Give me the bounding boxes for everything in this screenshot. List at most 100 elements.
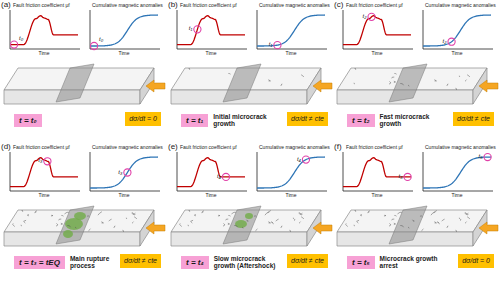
axis-title: Fault friction coefficient μf — [180, 145, 237, 151]
axis-label: Time — [119, 51, 130, 57]
microcrack — [218, 215, 220, 217]
fault-plane — [56, 206, 94, 244]
microcrack — [434, 222, 436, 223]
microcrack — [13, 223, 15, 226]
microcrack — [355, 69, 356, 70]
microcrack — [125, 218, 127, 220]
panel-illustration — [171, 10, 332, 104]
axis-title: Cumulative magnetic anomalies — [92, 145, 163, 151]
microcrack — [465, 80, 466, 82]
microcrack — [281, 226, 283, 228]
microcrack — [394, 73, 396, 75]
microcrack — [389, 81, 391, 84]
axis-title: Cumulative magnetic anomalies — [425, 145, 496, 151]
time-box: t = t₄ — [181, 256, 209, 269]
microcrack — [392, 77, 395, 78]
axis-title: Fault friction coefficient μf — [346, 3, 403, 9]
microcrack — [189, 69, 190, 70]
axis-label: Time — [39, 51, 50, 57]
microcrack — [368, 211, 370, 213]
plot-axes — [10, 152, 80, 191]
time-marker — [302, 156, 309, 163]
microcrack — [122, 230, 124, 232]
time-marker — [194, 26, 201, 33]
microcrack — [465, 212, 468, 214]
time-marker — [404, 173, 411, 180]
microcrack — [24, 220, 26, 223]
panel-letter: (e) — [168, 143, 178, 152]
microcrack — [437, 222, 439, 224]
stress-rate-text: dσ/dt ≠ cte — [457, 115, 490, 123]
microcrack — [400, 226, 403, 228]
microcrack — [392, 219, 395, 220]
microcrack — [246, 220, 247, 222]
microcrack — [51, 215, 53, 217]
microcrack — [299, 212, 302, 214]
time-text: t = t₀ — [19, 116, 37, 125]
axis-label: Time — [286, 193, 297, 199]
axis-label: Time — [372, 193, 383, 199]
microcrack — [242, 227, 243, 228]
rupture-patch — [245, 213, 253, 219]
microcrack — [276, 219, 279, 221]
fault-plane — [389, 206, 427, 244]
microcrack — [467, 217, 470, 219]
time-tag: t₀ — [99, 36, 103, 43]
microcrack — [35, 211, 37, 213]
microcrack — [434, 80, 436, 81]
panel-letter: (d) — [1, 143, 11, 152]
microcrack — [188, 225, 189, 226]
microcrack — [87, 216, 90, 217]
microcrack — [292, 218, 294, 220]
time-box: t = t₅ — [347, 256, 375, 269]
axis-title: Fault friction coefficient μf — [13, 145, 70, 151]
microcrack — [202, 211, 204, 213]
fault-plane — [223, 206, 261, 244]
friction-curve — [10, 158, 78, 187]
panel-letter: (a) — [1, 1, 11, 10]
panel-illustration — [4, 152, 165, 246]
microcrack — [22, 211, 23, 212]
stress-rate-box: dσ/dt = 0 — [125, 112, 161, 126]
microcrack — [442, 219, 445, 221]
microcrack — [226, 219, 229, 220]
stress-rate-box: dσ/dt ≠ cte — [287, 254, 328, 268]
microcrack — [67, 226, 70, 228]
microcrack — [132, 213, 136, 215]
rupture-patch — [63, 230, 73, 238]
microcrack — [59, 219, 62, 220]
time-text: t = t₂ — [352, 116, 370, 125]
time-text: t = t₅ — [352, 258, 370, 267]
time-text: t = t₄ — [186, 258, 204, 267]
time-marker — [368, 13, 375, 20]
axis-title: Fault friction coefficient μf — [346, 145, 403, 151]
microcrack — [255, 229, 257, 231]
plot-axes — [177, 152, 247, 191]
time-text: t = t₃ = tEQ — [19, 258, 60, 267]
microcrack — [109, 219, 112, 221]
microcrack — [228, 73, 230, 75]
axis-label: Time — [39, 193, 50, 199]
microcrack — [114, 226, 116, 228]
magnetic-curve — [90, 15, 158, 46]
stage-caption: Main rupture process — [70, 255, 116, 269]
microcrack — [355, 211, 356, 212]
microcrack — [389, 223, 391, 226]
stress-arrow — [479, 80, 498, 92]
microcrack — [101, 222, 103, 223]
stress-rate-text: dσ/dt = 0 — [462, 257, 490, 265]
stress-rate-box: dσ/dt = 0 — [458, 254, 494, 268]
stress-rate-box: dσ/dt ≠ cte — [287, 112, 328, 126]
microcrack — [21, 225, 22, 226]
microcrack — [458, 218, 460, 220]
microcrack — [294, 219, 295, 221]
friction-curve — [177, 16, 245, 45]
microcrack — [465, 222, 466, 224]
microcrack — [421, 229, 423, 231]
microcrack — [64, 212, 68, 214]
microcrack — [408, 85, 409, 86]
microcrack — [394, 223, 396, 224]
time-marker — [484, 153, 491, 160]
